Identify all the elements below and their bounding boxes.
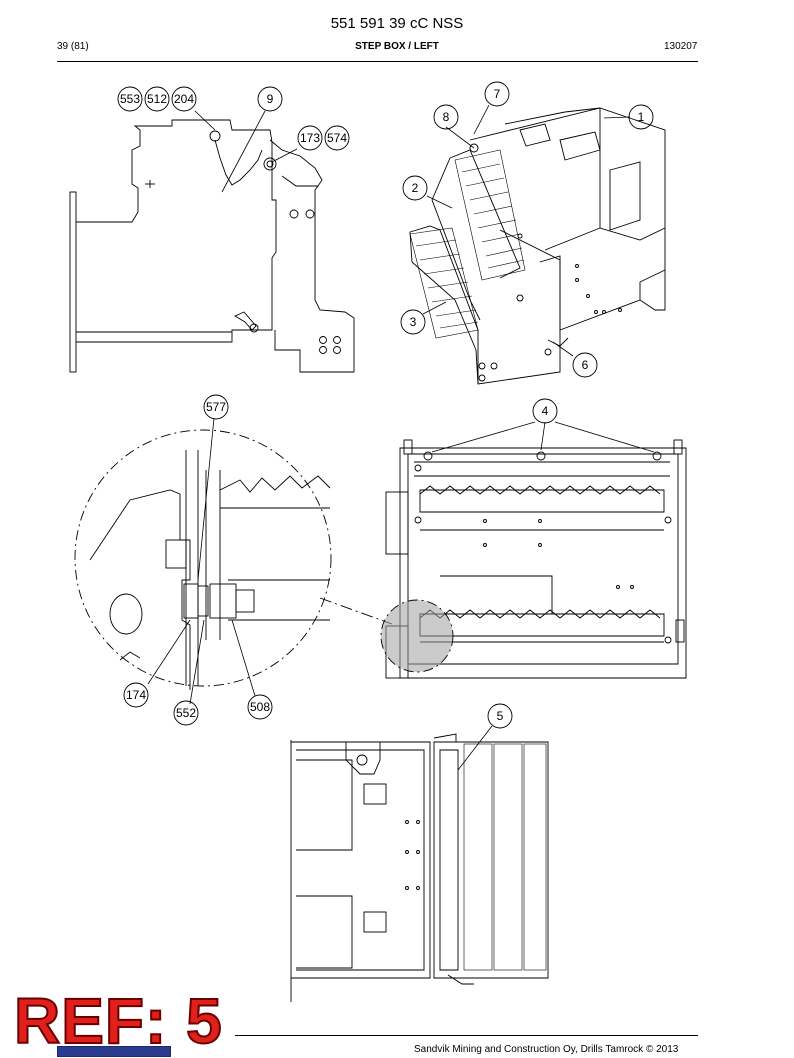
callout-512: 512 — [147, 92, 167, 106]
detail-marker — [380, 599, 454, 673]
callout-508: 508 — [250, 700, 270, 714]
callout-6: 6 — [582, 358, 589, 372]
callout-1: 1 — [638, 110, 645, 124]
isometric-view — [409, 107, 666, 385]
callout-577: 577 — [206, 400, 226, 414]
detail-leader — [319, 597, 393, 625]
callout-5: 5 — [497, 709, 504, 723]
callout-574: 574 — [327, 131, 347, 145]
callout-2: 2 — [412, 181, 419, 195]
header-rule — [57, 61, 698, 62]
callout-553: 553 — [120, 92, 140, 106]
callout-173: 173 — [300, 131, 320, 145]
callout-balloons — [117, 81, 654, 729]
callout-4: 4 — [542, 404, 549, 418]
callout-7: 7 — [494, 87, 501, 101]
callout-8: 8 — [443, 110, 450, 124]
document-number: 551 591 39 cC NSS — [330, 15, 464, 32]
side-view — [69, 119, 355, 373]
callout-9: 9 — [267, 92, 274, 106]
document-date: 130207 — [664, 41, 698, 52]
callout-204: 204 — [174, 92, 194, 106]
footer-rule — [235, 1035, 698, 1036]
callout-3: 3 — [410, 315, 417, 329]
section-title: STEP BOX / LEFT — [355, 41, 439, 52]
page-number: 39 (81) — [57, 41, 89, 52]
callout-174: 174 — [126, 688, 146, 702]
leader-lines — [147, 104, 655, 771]
front-view — [385, 439, 687, 679]
callout-552: 552 — [176, 706, 196, 720]
reference-stamp: REF: 5 — [13, 984, 223, 1058]
footer-copyright: Sandvik Mining and Construction Oy, Dril… — [414, 1044, 679, 1055]
top-view — [290, 733, 549, 1002]
detail-view — [74, 429, 332, 690]
